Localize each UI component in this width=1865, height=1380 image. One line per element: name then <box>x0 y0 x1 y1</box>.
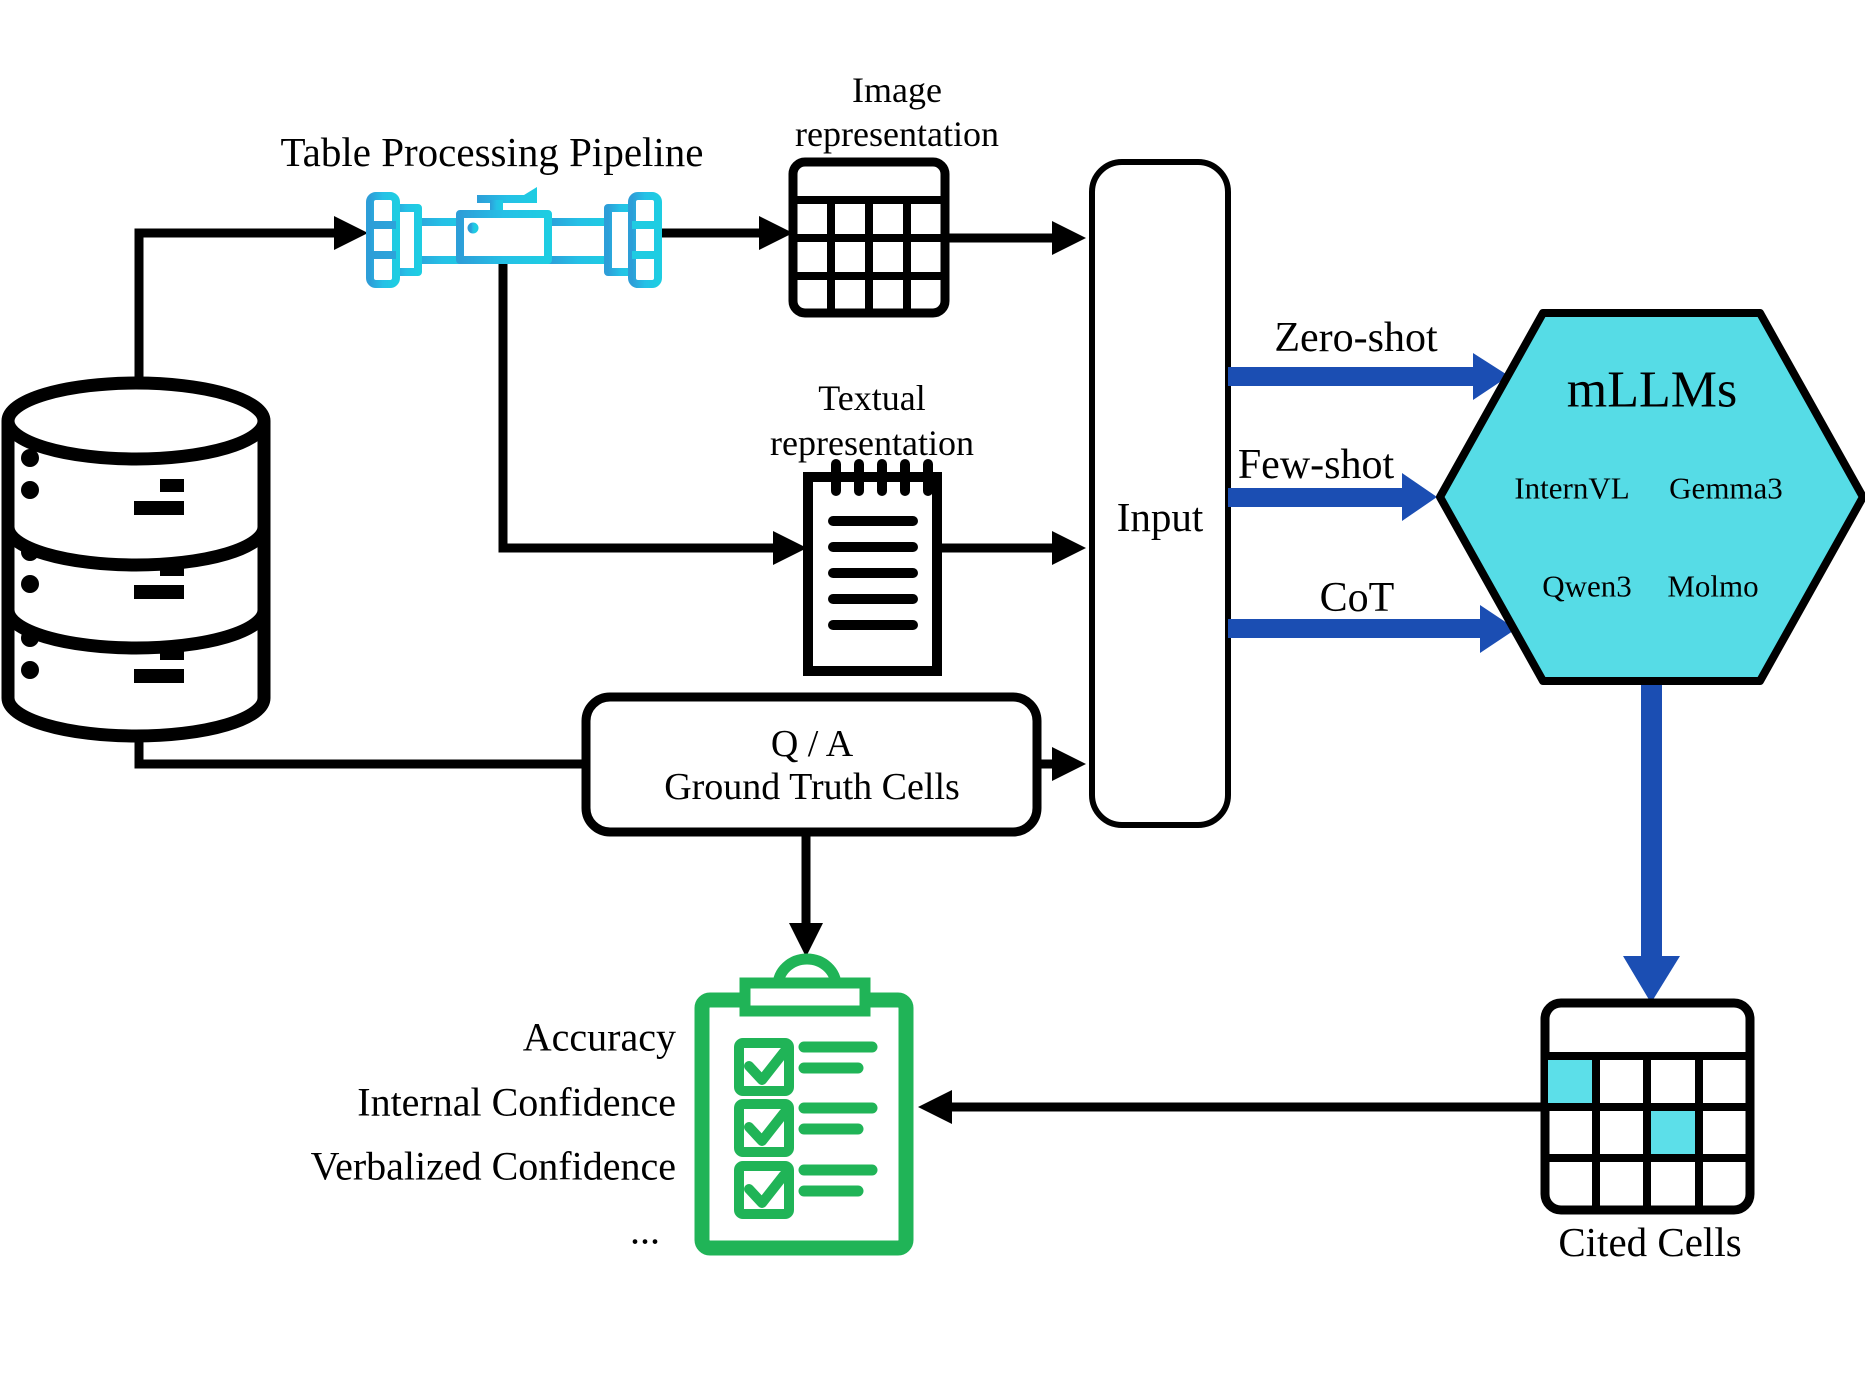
database-body <box>1 421 271 743</box>
pipe-flange-right <box>628 192 662 288</box>
model-molmo: Molmo <box>1667 569 1758 604</box>
arrowhead-into-pipeline <box>334 216 368 250</box>
arrow-cot <box>1228 605 1516 653</box>
arrowhead-image-into-input <box>1052 221 1086 255</box>
arrowhead-textual-into-input <box>1052 531 1086 565</box>
hexagon-shape <box>1436 309 1865 685</box>
cited-cells-icon <box>1540 998 1755 1215</box>
metric-accuracy: Accuracy <box>523 1015 676 1060</box>
image-representation-icon <box>788 157 950 318</box>
arrow-few-shot <box>1228 473 1437 521</box>
checkmark-3 <box>744 1170 789 1208</box>
database-separator-2 <box>1 609 271 655</box>
mllm-title: mLLMs <box>1567 362 1737 419</box>
pipe-detail-dot <box>467 222 479 234</box>
checkbox-3 <box>734 1161 794 1219</box>
database-top <box>1 376 271 466</box>
checkbox-1 <box>734 1038 794 1096</box>
qa-label-line2: Ground Truth Cells <box>664 766 960 808</box>
clipboard-icon <box>694 953 914 1256</box>
arrowhead-into-image-table <box>759 216 793 250</box>
zero-shot-label: Zero-shot <box>1274 315 1438 361</box>
connector-pipeline-to-textual <box>498 262 775 553</box>
metric-verbalized-confidence: Verbalized Confidence <box>311 1144 676 1189</box>
database-details <box>21 449 184 683</box>
connector-arrowheads <box>334 216 1086 1124</box>
qa-label-line1: Q / A <box>771 723 854 765</box>
pipe-flange-left <box>366 192 400 288</box>
prompt-arrows <box>1228 353 1680 1003</box>
clipboard-clip-tab <box>739 977 871 1017</box>
cited-cells-label: Cited Cells <box>1558 1219 1741 1265</box>
database-icon <box>1 376 271 743</box>
pipe-body <box>456 210 552 264</box>
connector-db-to-pipeline <box>134 228 336 430</box>
textual-representation-label-line1: Textual <box>818 378 925 418</box>
clipboard-clip-arc <box>772 953 842 987</box>
cot-label: CoT <box>1320 575 1395 621</box>
metric-internal-confidence: Internal Confidence <box>357 1080 676 1125</box>
model-gemma3: Gemma3 <box>1669 471 1783 506</box>
checkbox-2 <box>734 1099 794 1157</box>
pipe-tube-right <box>544 218 612 264</box>
arrow-zero-shot <box>1228 353 1509 400</box>
image-representation-label-line2: representation <box>795 114 999 154</box>
arrowhead-qa-into-clipboard <box>789 923 823 957</box>
database-separator-1 <box>1 526 271 572</box>
model-internvl: InternVL <box>1514 471 1629 506</box>
checkmark-2 <box>744 1108 789 1146</box>
pipe-valve-handle <box>477 187 537 203</box>
qa-box: Q / A Ground Truth Cells <box>581 692 1042 837</box>
cited-highlight-cell-1 <box>1548 1059 1594 1105</box>
cited-highlight-cell-2 <box>1651 1110 1697 1156</box>
arrowhead-into-textual <box>773 531 807 565</box>
arrowhead-cited-into-clipboard <box>918 1090 952 1124</box>
pipeline-label: Table Processing Pipeline <box>281 129 704 175</box>
image-representation-label-line1: Image <box>852 70 942 110</box>
few-shot-label: Few-shot <box>1238 442 1395 488</box>
checkmark-1 <box>744 1047 789 1085</box>
model-qwen3: Qwen3 <box>1542 569 1632 604</box>
arrowhead-qa-into-input <box>1052 747 1086 781</box>
textual-representation-label-line2: representation <box>770 423 974 463</box>
pipe-icon <box>366 187 662 288</box>
input-label: Input <box>1117 494 1204 540</box>
textual-representation-icon <box>803 459 942 676</box>
input-box: Input <box>1089 159 1231 828</box>
metric-more: ... <box>630 1208 660 1253</box>
arrow-mllm-to-cited <box>1623 678 1680 1003</box>
mllm-hexagon: mLLMs InternVL Gemma3 Qwen3 Molmo <box>1436 309 1865 685</box>
